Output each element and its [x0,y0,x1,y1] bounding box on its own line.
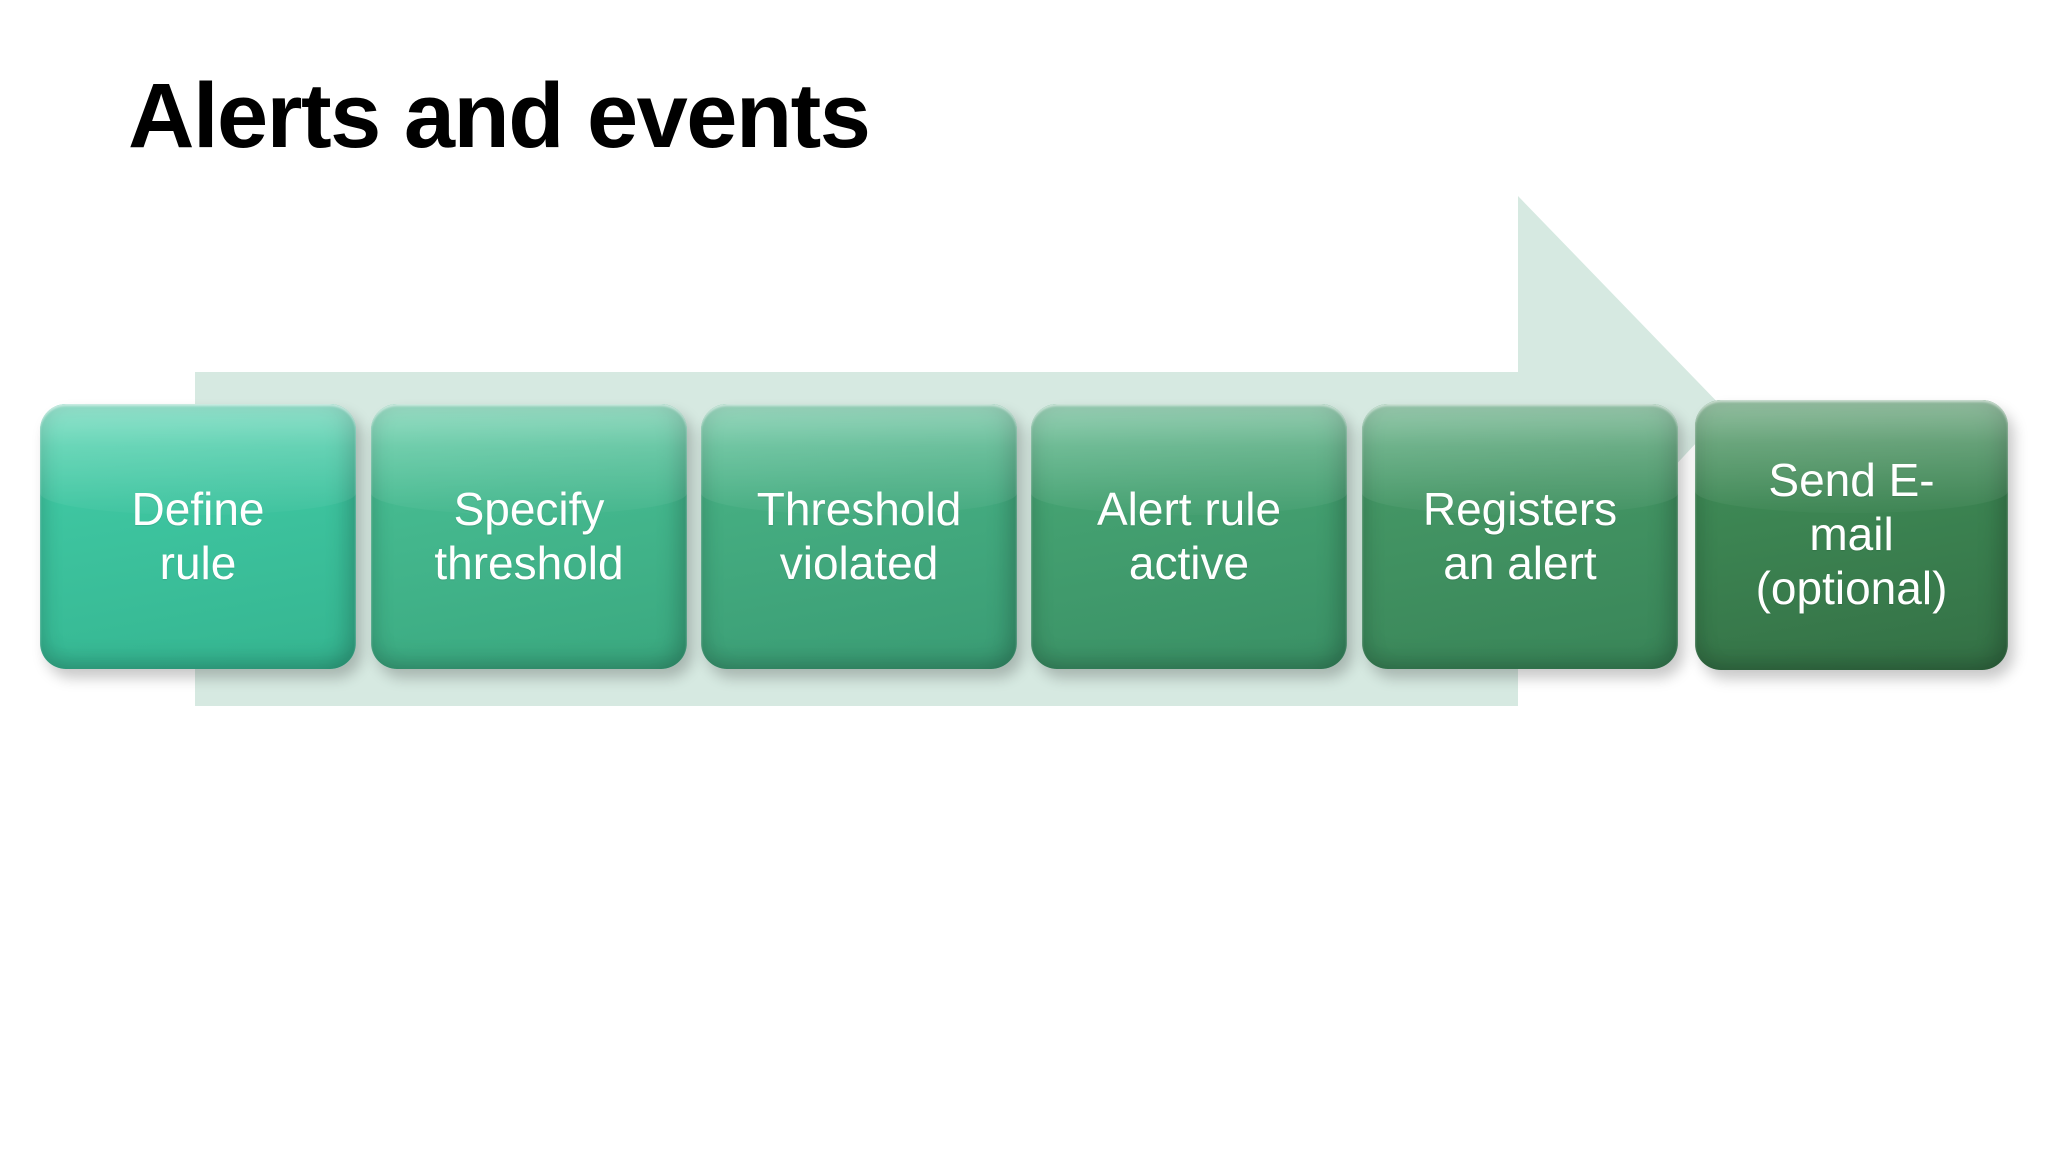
process-step-2-label: Specify threshold [424,483,633,591]
process-step-4-line2: active [1128,536,1250,589]
process-step-3-line1: Threshold [756,482,962,535]
process-step-3-line2: violated [779,536,939,589]
page-title: Alerts and events [128,65,871,167]
process-step-3[interactable]: Threshold violated [701,404,1017,669]
process-step-5[interactable]: Registers an alert [1362,404,1678,669]
process-step-5-line2: an alert [1443,536,1597,589]
process-step-4-line1: Alert rule [1096,482,1282,535]
process-step-2-line2: threshold [434,536,624,589]
process-step-1-line1: Define [131,482,265,535]
process-step-6-label: Send E- mail (optional) [1746,454,1958,615]
process-step-4[interactable]: Alert rule active [1031,404,1347,669]
process-step-1[interactable]: Define rule [40,404,356,669]
process-step-1-label: Define rule [122,483,275,591]
process-step-2-line1: Specify [453,482,605,535]
process-step-6-line2: mail [1809,508,1894,561]
process-step-5-line1: Registers [1422,482,1618,535]
process-step-6-line1: Send E- [1768,454,1935,507]
process-step-6[interactable]: Send E- mail (optional) [1695,400,2008,670]
process-step-6-line3: (optional) [1755,561,1948,614]
process-step-3-label: Threshold violated [747,483,972,591]
process-step-5-label: Registers an alert [1413,483,1627,591]
process-step-1-line2: rule [159,536,237,589]
process-step-4-label: Alert rule active [1087,483,1291,591]
process-step-2[interactable]: Specify threshold [371,404,687,669]
